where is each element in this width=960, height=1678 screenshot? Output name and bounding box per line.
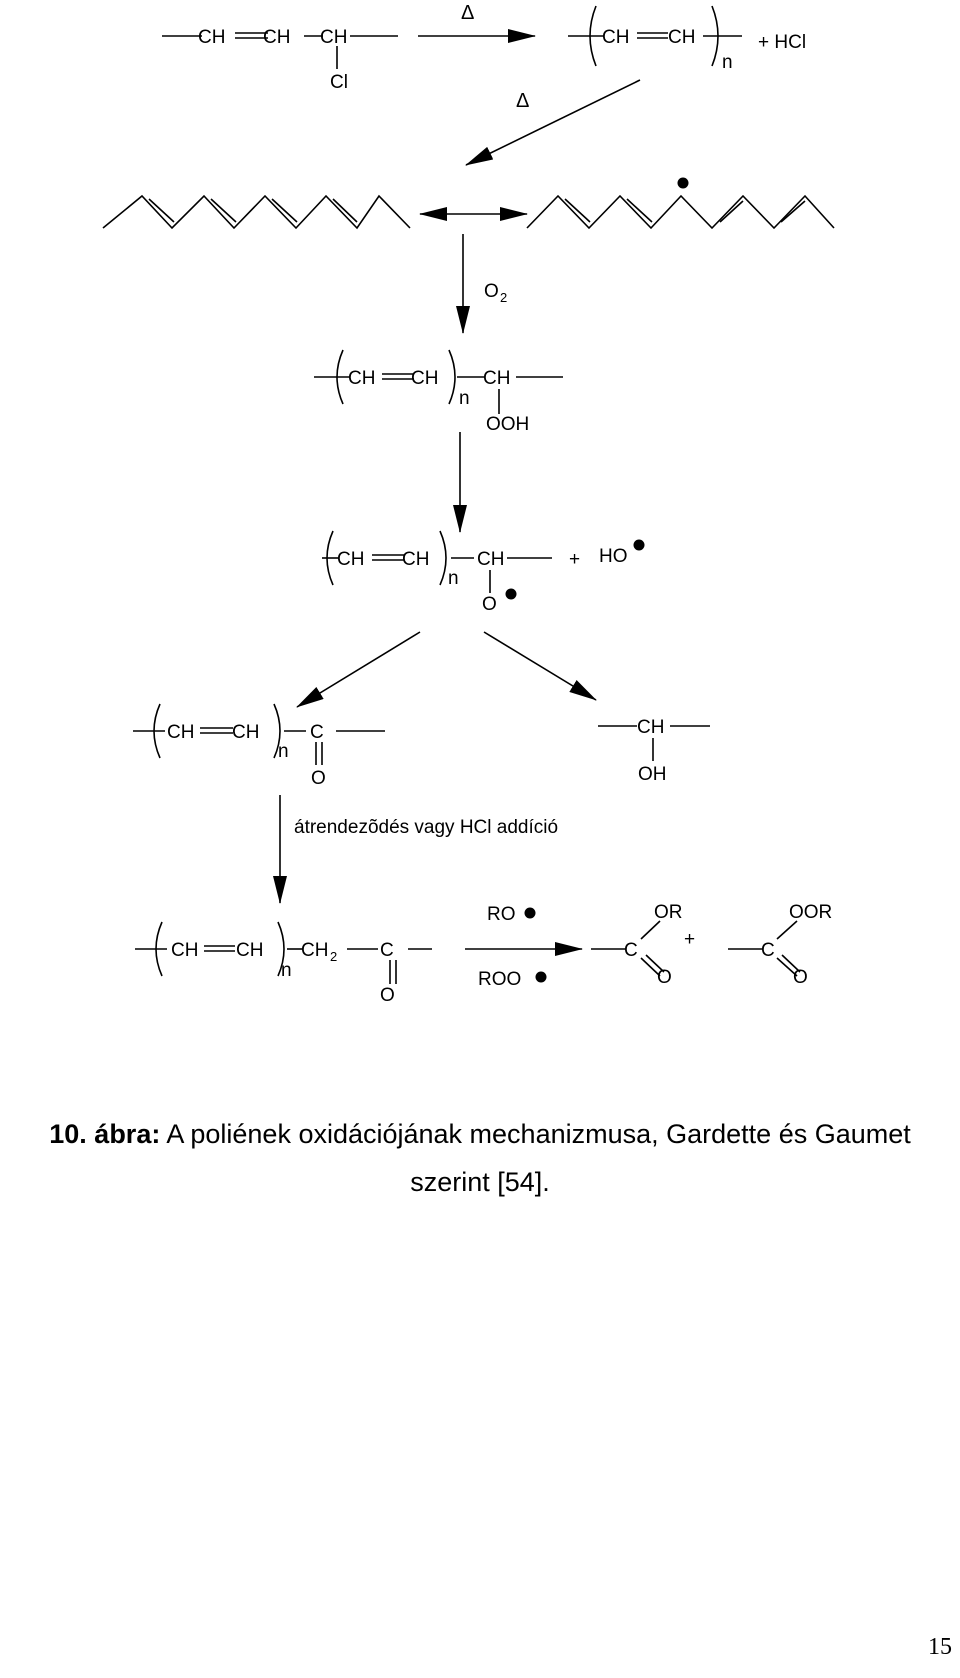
ch-label: CH [602, 27, 629, 48]
chlorine-label: Cl [330, 72, 348, 93]
repeat-n-label: n [448, 568, 459, 589]
figure-number: 10. [49, 1119, 87, 1149]
peroxy-radical-label: ROO [478, 969, 521, 990]
arrow-to-resonance [465, 79, 641, 166]
ch-label: CH [477, 549, 504, 570]
hydroxyl-radical-label: HO [599, 546, 628, 567]
carbonyl-oxygen-label: O [380, 985, 395, 1006]
ch-label: CH [232, 722, 259, 743]
repeat-n-label: n [459, 388, 470, 409]
plus-sign: + [684, 929, 695, 950]
caption-line-1: 10. ábra: A poliének oxidációjának mecha… [0, 1110, 960, 1158]
hydroxyl-group-label: OH [638, 764, 667, 785]
figure-label: ábra: [94, 1119, 161, 1149]
heat-symbol: Δ [516, 90, 529, 112]
ch2-label: CH [301, 940, 328, 961]
oxygen-subscript: 2 [500, 290, 507, 305]
repeat-n-label: n [278, 741, 289, 762]
ch-label: CH [167, 722, 194, 743]
hydroperoxide-group-label: OOH [486, 414, 529, 435]
ch-label: CH [348, 368, 375, 389]
carbon-label: C [310, 722, 324, 743]
repeat-n-label: n [722, 52, 733, 73]
alcohol-structure [598, 725, 710, 761]
radical-dot [633, 539, 645, 551]
radical-dot [505, 588, 517, 600]
ch-label: CH [668, 27, 695, 48]
polyene-structure [568, 5, 742, 67]
polyene-zigzag-left [102, 194, 411, 230]
ch-label: CH [320, 27, 347, 48]
reaction-scheme: CH CH CH Cl Δ CH CH n + HCl Δ O 2 CH CH … [102, 2, 835, 1006]
oxygen-reagent-label: O [484, 281, 499, 302]
radical-dot [677, 177, 689, 189]
ch-label: CH [236, 940, 263, 961]
polyene-zigzag-right [526, 194, 835, 230]
ch-label: CH [171, 940, 198, 961]
ch-label: CH [337, 549, 364, 570]
rearrangement-label: átrendezõdés vagy HCl addíció [294, 817, 558, 838]
arrow-to-ketone [296, 631, 421, 708]
caption-text: A poliének oxidációjának mechanizmusa, G… [166, 1119, 911, 1149]
radical-dot [524, 907, 536, 919]
alkoxy-radical-structure [322, 530, 552, 593]
ch-label: CH [411, 368, 438, 389]
perester-structure [728, 920, 801, 977]
ch2-subscript: 2 [330, 949, 337, 964]
caption-line-2: szerint [54]. [410, 1167, 550, 1197]
repeat-n-label: n [281, 960, 292, 981]
perester-oxygen-label: O [793, 967, 808, 988]
ch-label: CH [637, 717, 664, 738]
heat-symbol: Δ [461, 2, 474, 24]
figure-caption: 10. ábra: A poliének oxidációjának mecha… [0, 1110, 960, 1206]
ketone-structure [133, 703, 385, 765]
plus-sign: + [569, 549, 580, 570]
page-number: 15 [928, 1634, 952, 1660]
carbonyl-oxygen-label: O [311, 768, 326, 789]
carbon-label: C [380, 940, 394, 961]
ch-label: CH [263, 27, 290, 48]
arrow-to-alcohol [483, 631, 597, 701]
ch-label: CH [402, 549, 429, 570]
pvc-structure [162, 32, 398, 69]
carbon-label: C [761, 940, 775, 961]
hydroperoxide-structure [314, 349, 563, 414]
hcl-product-label: + HCl [758, 32, 806, 53]
carbonyl-structure [135, 921, 432, 984]
ester-oxygen-label: O [657, 967, 672, 988]
perester-oor-label: OOR [789, 902, 832, 923]
carbon-label: C [624, 940, 638, 961]
ch-label: CH [483, 368, 510, 389]
alkoxy-radical-label: RO [487, 904, 516, 925]
radical-dot [535, 971, 547, 983]
ester-or-label: OR [654, 902, 683, 923]
ester-structure [591, 920, 665, 977]
oxygen-radical-label: O [482, 594, 497, 615]
ch-label: CH [198, 27, 225, 48]
